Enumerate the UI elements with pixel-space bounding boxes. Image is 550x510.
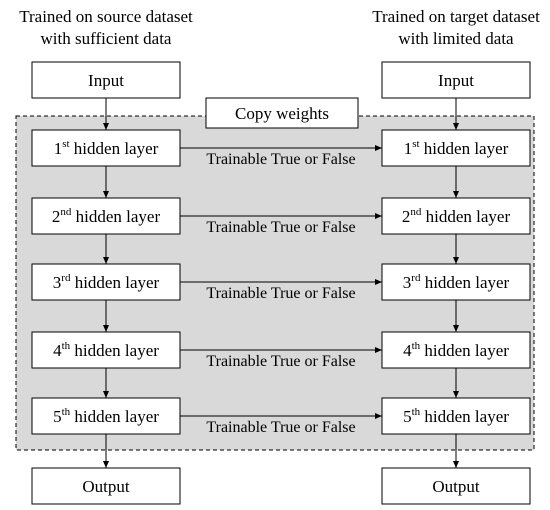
right-output-label: Output	[432, 477, 480, 496]
right-hidden-layer-2-label: 2nd hidden layer	[402, 206, 511, 226]
left-hidden-layer-3-label: 3rd hidden layer	[53, 272, 160, 292]
transfer-label-2: Trainable True or False	[206, 219, 355, 236]
left-input-label: Input	[88, 71, 124, 90]
left-input-box	[31, 61, 181, 99]
transfer-label-5: Trainable True or False	[206, 419, 355, 436]
right-output-box	[381, 467, 531, 505]
hidden-layers-group: 1st hidden layer 1st hidden layerTrainabl…	[31, 129, 531, 436]
copy-weights-label: Copy weights	[235, 104, 329, 123]
right-hidden-layer-3-label: 3rd hidden layer	[403, 272, 510, 292]
right-hidden-layer-5-box	[381, 397, 531, 435]
copy-weights-box	[205, 97, 359, 129]
left-hidden-layer-5-label: 5th hidden layer	[53, 406, 159, 426]
left-hidden-layer-2-label: 2nd hidden layer	[52, 206, 161, 226]
left-hidden-layer-4-label: 4th hidden layer	[53, 340, 159, 360]
transfer-label-1: Trainable True or False	[206, 151, 355, 168]
right-hidden-layer-2-box	[381, 197, 531, 235]
left-hidden-layer-3-box	[31, 263, 181, 301]
left-output-box	[31, 467, 181, 505]
right-input-label: Input	[438, 71, 474, 90]
right-header-line-1: Trained on target dataset	[372, 7, 540, 26]
right-hidden-layer-5-label: 5th hidden layer	[403, 406, 509, 426]
right-hidden-layer-4-label: 4th hidden layer	[403, 340, 509, 360]
left-header-line-1: Trained on source dataset	[19, 7, 193, 26]
right-hidden-layer-1-label: 1st hidden layer	[404, 138, 509, 158]
right-hidden-layer-1-box	[381, 129, 531, 167]
left-header-line-2: with sufficient data	[41, 29, 172, 48]
right-header-line-2: with limited data	[398, 29, 514, 48]
left-output-label: Output	[82, 477, 130, 496]
left-hidden-layer-1-label: 1st hidden layer	[54, 138, 159, 158]
transfer-label-4: Trainable True or False	[206, 353, 355, 370]
transfer-label-3: Trainable True or False	[206, 285, 355, 302]
